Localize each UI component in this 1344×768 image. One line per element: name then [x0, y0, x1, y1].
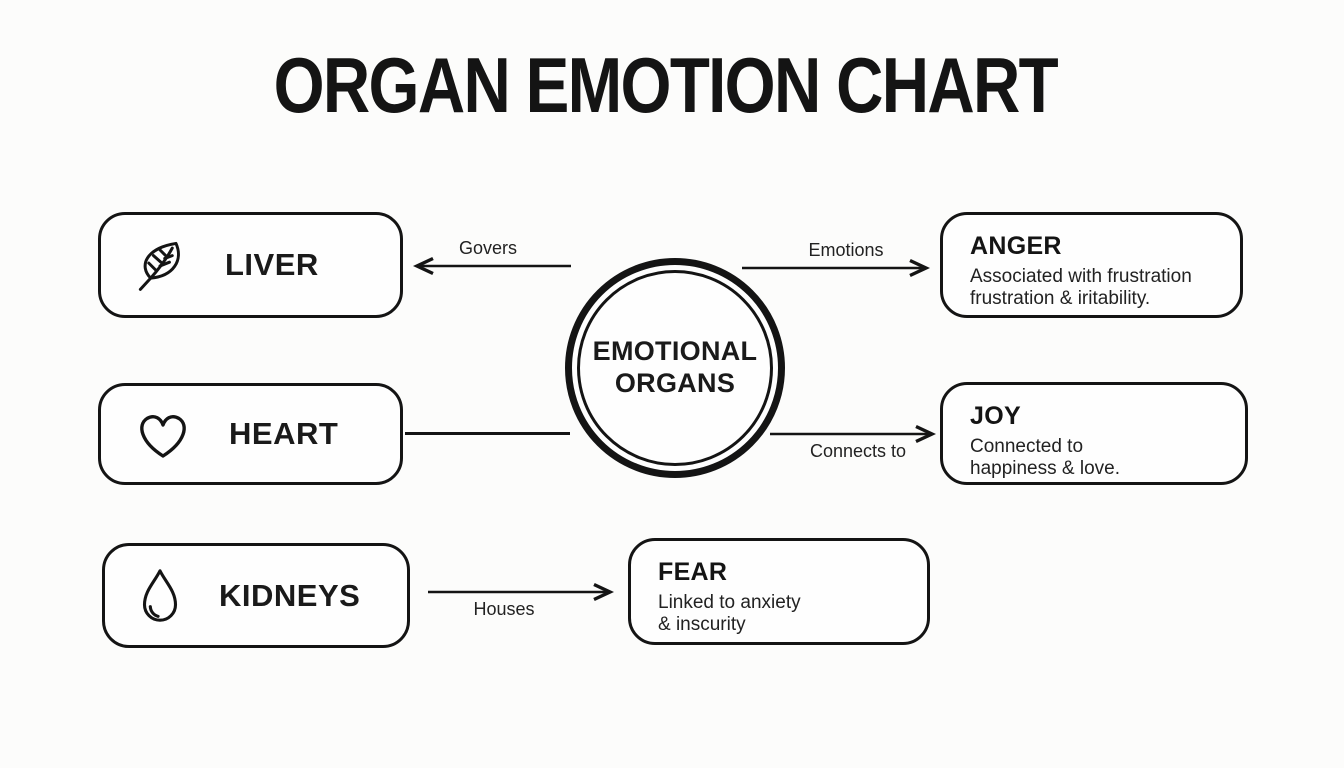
page-title: ORGAN EMOTION CHART — [273, 41, 1058, 129]
connection-label-govers: Govers — [458, 238, 518, 258]
title-container: ORGAN EMOTION CHART — [0, 40, 1330, 131]
emotion-desc-fear: Linked to anxiety & inscurity — [658, 592, 901, 636]
arrow-connects-to — [770, 424, 937, 444]
arrow-emotions — [742, 258, 931, 278]
center-node-emotional-organs: EMOTIONAL ORGANS — [565, 258, 785, 478]
emotion-desc-joy-line1: Connected to — [970, 436, 1084, 457]
emotion-desc-fear-line2: & inscurity — [658, 614, 746, 636]
emotion-desc-anger-line1: Associated with frustration — [970, 266, 1192, 287]
organ-label-kidneys: KIDNEYS — [219, 577, 361, 613]
emotion-desc-fear-line1: Linked to anxiety — [658, 592, 801, 613]
arrow-houses — [428, 582, 615, 602]
heart-icon — [131, 406, 195, 462]
emotion-node-fear: FEAR Linked to anxiety & inscurity — [628, 538, 930, 645]
center-label-line2: ORGANS — [614, 368, 736, 398]
center-node-label: EMOTIONAL ORGANS — [593, 336, 758, 400]
connector-heart-line — [405, 432, 570, 435]
organ-node-liver: LIVER — [98, 212, 403, 318]
emotion-node-anger: ANGER Associated with frustration frustr… — [940, 212, 1243, 318]
organ-node-kidneys: KIDNEYS — [102, 543, 410, 648]
connection-label-connects-to: Connects to — [809, 441, 907, 461]
arrow-govers — [412, 256, 571, 276]
center-label-line1: EMOTIONAL — [592, 336, 758, 367]
emotion-title-joy: JOY — [970, 402, 1021, 430]
organ-node-heart: HEART — [98, 383, 403, 485]
leaf-icon — [131, 235, 191, 295]
organ-label-heart: HEART — [229, 416, 339, 451]
emotion-title-fear: FEAR — [658, 558, 728, 586]
emotion-desc-anger-line2: frustration & iritability. — [970, 288, 1151, 310]
organ-label-liver: LIVER — [225, 247, 319, 282]
water-drop-icon — [135, 565, 185, 627]
emotion-desc-anger: Associated with frustration frustration … — [970, 266, 1214, 310]
inner-ring — [577, 270, 773, 466]
emotion-desc-joy: Connected to happiness & love. — [970, 436, 1219, 480]
connection-label-emotions: Emotions — [808, 240, 884, 260]
emotion-desc-joy-line2: happiness & love. — [970, 458, 1120, 480]
emotion-title-anger: ANGER — [970, 232, 1062, 260]
emotion-node-joy: JOY Connected to happiness & love. — [940, 382, 1248, 485]
connection-label-houses: Houses — [473, 599, 535, 619]
